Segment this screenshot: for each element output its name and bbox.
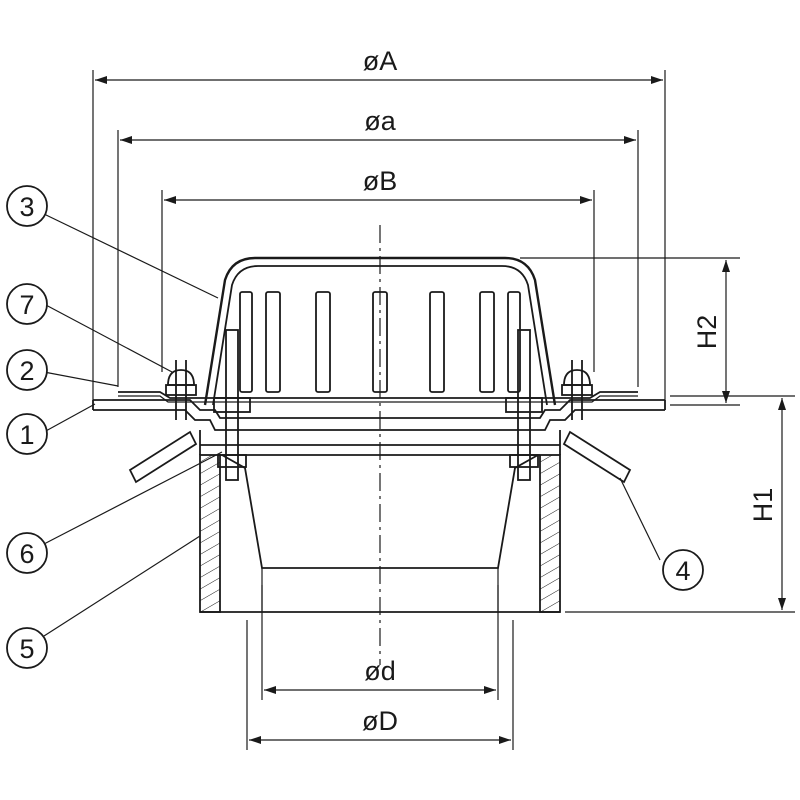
callout-2-label: 2 [19,356,34,386]
threaded-rod-left [213,329,251,481]
drain-body [199,454,561,613]
dimension-H1: H1 [565,395,795,613]
grating-slots [239,291,521,393]
dimension-a-label: øa [364,106,396,136]
callout-3: 3 [6,185,48,227]
leaf-guard-grating [203,256,557,406]
dimension-H2: H2 [520,257,740,406]
dimension-B-label: øB [363,166,398,196]
leader-lines [43,213,661,637]
bolt-right [561,360,593,420]
base-flange [92,399,666,455]
dimension-B: øB [161,166,595,372]
dimension-D-label: øD [362,706,398,736]
dimension-H2-label: H2 [692,315,722,350]
callout-3-label: 3 [19,192,34,222]
callout-5-label: 5 [19,634,34,664]
callout-1: 1 [6,413,48,455]
callout-6-label: 6 [19,539,34,569]
dimension-D: øD [246,620,514,750]
callout-4: 4 [662,549,704,591]
seal-left [128,430,198,484]
callout-4-label: 4 [675,556,690,586]
dimension-A: øA [92,46,666,400]
clamping-ring [118,391,638,403]
bolt-left [165,360,197,420]
threaded-rod-right [505,329,543,481]
dimension-d-label: ød [364,656,396,686]
callout-7: 7 [6,283,48,325]
callout-6: 6 [6,532,48,574]
dimension-H1-label: H1 [748,488,778,523]
callout-5: 5 [6,627,48,669]
seal-right [562,430,632,484]
dimension-A-label: øA [363,46,398,76]
dimension-a: øa [117,106,639,387]
callout-2: 2 [6,349,48,391]
callout-7-label: 7 [19,290,34,320]
callout-1-label: 1 [19,420,34,450]
